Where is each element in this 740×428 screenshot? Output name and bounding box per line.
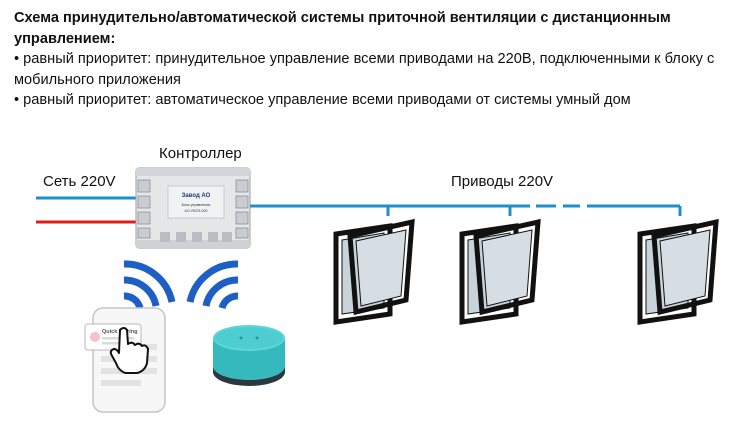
wifi-icon: [123, 260, 176, 310]
bullet-automatic-control: • равный приоритет: автоматическое управ…: [14, 92, 631, 108]
window-icon: [637, 218, 719, 325]
header: Схема принудительно/автоматической систе…: [14, 8, 734, 111]
power-wires: [36, 196, 136, 224]
controller-model-line2: АО-УБПЗ-002: [185, 209, 208, 213]
window-icon: [459, 218, 541, 325]
controller-brand: Завод АО: [182, 193, 211, 199]
wifi-icon: [186, 260, 239, 310]
actuators-label: Приводы 220V: [451, 173, 554, 190]
controller-model-line1: Блок управления: [182, 203, 211, 207]
controller-label: Контроллер: [159, 145, 242, 162]
network-label: Сеть 220V: [43, 173, 116, 190]
diagram-title: Схема принудительно/автоматической систе…: [14, 10, 671, 47]
bullet-forced-control: • равный приоритет: принудительное управ…: [14, 51, 715, 88]
hand-pointer-icon: [109, 327, 149, 374]
actuator-bus: [250, 204, 682, 216]
window-icon: [333, 218, 415, 325]
smart-speaker-icon: [213, 325, 285, 386]
controller-box: Завод АО Блок управления АО-УБПЗ-002: [135, 167, 251, 249]
